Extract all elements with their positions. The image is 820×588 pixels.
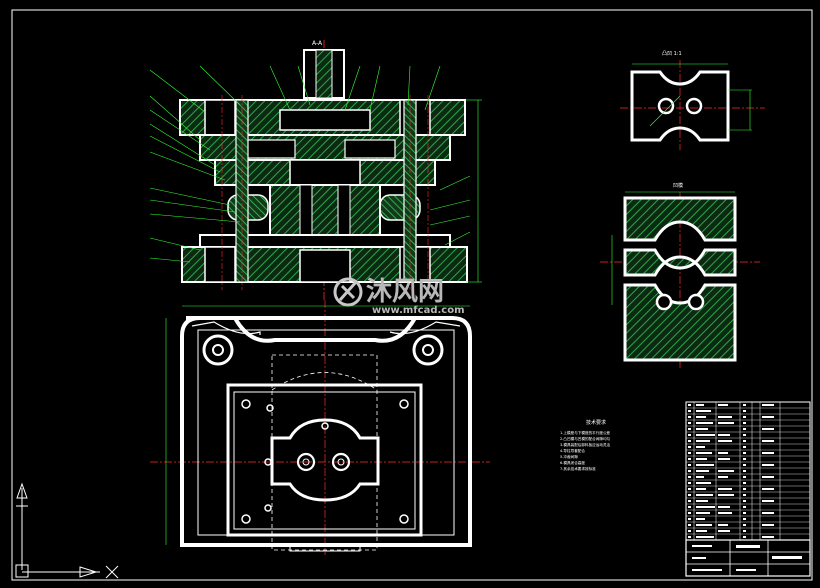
ucs-y-arrow-icon <box>16 482 28 499</box>
detail-punch-view: 凸凹 1:1 <box>620 51 765 150</box>
drawing-border <box>11 9 813 581</box>
note-line: 4.导柱导套配合 <box>560 448 585 453</box>
notes-title: 技术要求 <box>586 419 606 426</box>
ucs-axis-icon <box>15 482 119 579</box>
note-line: 5.冲裁间隙 <box>560 454 578 459</box>
die-label: 凹模 <box>673 182 683 189</box>
x-axis-icon <box>105 565 119 579</box>
watermark: 沐风网 www.mfcad.com <box>333 277 465 316</box>
section-view: A-A <box>149 40 482 300</box>
note-line: 1.上模座与下模座的平行度公差 <box>560 430 611 435</box>
section-label: A-A <box>312 40 323 47</box>
technical-notes: 技术要求 1.上模座与下模座的平行度公差 2.凸凹模与凹模的配合间隙均匀 3.模… <box>560 419 611 471</box>
watermark-url: www.mfcad.com <box>372 305 465 316</box>
watermark-logo-icon <box>333 277 363 307</box>
title-block <box>685 539 811 577</box>
note-line: 3.模具装配后卸料板应运动灵活 <box>560 442 611 447</box>
detail-die-view: 凹模 <box>600 182 760 370</box>
grid-cell-icon <box>15 564 29 578</box>
parts-list-table <box>685 401 811 541</box>
punch-label: 凸凹 1:1 <box>662 51 682 57</box>
plan-view <box>150 300 490 555</box>
note-line: 7.其余技术要求按标准 <box>560 466 596 471</box>
watermark-main-text: 沐风网 <box>366 277 444 307</box>
note-line: 6.模具闭合高度 <box>560 460 585 465</box>
note-line: 2.凸凹模与凹模的配合间隙均匀 <box>560 436 611 441</box>
